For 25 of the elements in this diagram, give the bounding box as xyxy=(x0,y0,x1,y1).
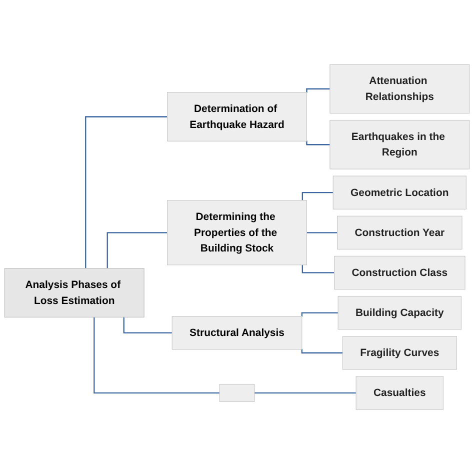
connector xyxy=(306,232,338,234)
node-box: Fragility Curves xyxy=(342,336,457,370)
connector xyxy=(94,317,220,394)
connector xyxy=(106,232,168,268)
node-box: Construction Class xyxy=(334,256,466,290)
node-box: Attenuation Relationships xyxy=(330,64,470,114)
node-box: Casualties xyxy=(356,376,444,410)
connector xyxy=(306,140,330,146)
node-box: Building Capacity xyxy=(338,296,462,330)
node-box xyxy=(219,384,255,402)
node-box: Determination of Earthquake Hazard xyxy=(167,92,307,142)
connector xyxy=(301,348,343,354)
connector xyxy=(306,88,330,93)
node-box: Construction Year xyxy=(337,216,462,250)
connector xyxy=(85,116,168,268)
node-box: Geometric Location xyxy=(332,176,466,210)
connector xyxy=(254,392,356,394)
node-box: Earthquakes in the Region xyxy=(330,120,470,170)
node-box: Analysis Phases of Loss Estimation xyxy=(4,268,144,318)
connector xyxy=(302,264,334,274)
connector xyxy=(302,192,334,200)
connector xyxy=(301,312,338,317)
node-box: Structural Analysis xyxy=(172,316,302,350)
node-box: Determining the Properties of the Building Stock xyxy=(167,200,307,266)
connector xyxy=(123,317,172,334)
